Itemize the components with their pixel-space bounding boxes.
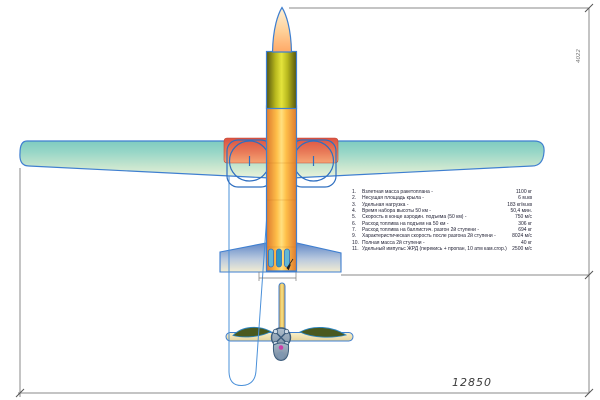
spec-row-value: 306 кг <box>518 220 532 227</box>
spec-row-value: 2500 м/с <box>512 246 532 253</box>
spec-row-3: 3. Удельная нагрузка - 183 кг/м.кв <box>352 202 532 208</box>
propeller-blade-profile-right <box>299 327 348 338</box>
fuselage <box>265 105 298 272</box>
spec-row-value: 1100 кг <box>515 189 532 195</box>
engine-nozzles <box>268 248 290 268</box>
nose-cone <box>271 6 293 53</box>
spec-row-label: Удельный импульс ЖРД (перекись + пропан,… <box>362 246 509 253</box>
spec-row-value: 50,4 мин. <box>510 208 532 215</box>
spec-row-number: 11. <box>352 246 359 253</box>
spec-row-1: 1. Взлетная масса ракетоплана - 1100 кг <box>352 189 532 195</box>
wingspan-dimension-label: 12850 <box>452 376 492 389</box>
spec-row-number: 5. <box>352 214 357 221</box>
spinner-shade <box>277 351 285 360</box>
nozzle-leader-arrow <box>286 258 294 271</box>
spec-row-number: 9. <box>352 233 357 240</box>
tank-section <box>265 50 298 110</box>
fuselage-joints <box>267 162 296 248</box>
spec-row-4: 4. Время набора высоты 50 км - 50,4 мин. <box>352 208 532 214</box>
spec-row-label: Несущая площадь крыла - <box>362 195 424 202</box>
spec-row-number: 4. <box>352 208 357 215</box>
spec-row-value: 6 м.кв <box>518 195 532 202</box>
length-dimension-label: 4022 <box>576 49 582 63</box>
spec-row-7: 7. Расход топлива на баллистич. разгон 2… <box>352 227 532 233</box>
propeller-front-view <box>225 326 354 362</box>
spec-row-label: Расход топлива на баллистич. разгон 2й с… <box>362 227 479 234</box>
spec-row-number: 3. <box>352 201 357 208</box>
nozzle-dimension-bracket <box>258 272 297 281</box>
spec-row-label: Взлетная масса ракетоплана - <box>362 189 433 195</box>
tail-boom <box>278 282 286 336</box>
spec-row-number: 1. <box>352 189 357 195</box>
spec-row-label: Полная масса 2й ступени - <box>362 239 425 246</box>
spec-row-number: 10. <box>352 239 359 246</box>
spec-row-5: 5. Скорость в конце аэродин. подъема (50… <box>352 214 532 220</box>
spec-row-value: 183 кг/м.кв <box>507 201 532 208</box>
spec-row-label: Время набора высоты 50 км - <box>362 208 431 215</box>
propeller-blade-side-profile <box>228 162 272 387</box>
spec-row-number: 6. <box>352 220 357 227</box>
spec-row-value: 40 кг <box>521 239 532 246</box>
spec-row-value: 750 м/с <box>514 214 532 221</box>
spec-row-number: 2. <box>352 195 357 202</box>
dimension-ticks <box>15 3 594 398</box>
spec-row-10: 10. Полная масса 2й ступени - 40 кг <box>352 240 532 246</box>
spec-row-label: Расход топлива на подъем на 50 км - <box>362 220 449 227</box>
spec-row-label: Удельная нагрузка - <box>362 201 409 208</box>
propeller-blade-profile-left <box>232 326 272 338</box>
spinner-marker-dot <box>278 345 284 350</box>
spec-row-2: 2. Несущая площадь крыла - 6 м.кв <box>352 195 532 201</box>
spec-row-label: Характеристическая скорость после разгон… <box>362 233 496 240</box>
spec-row-number: 7. <box>352 227 357 234</box>
spec-row-value: 694 кг <box>518 227 532 234</box>
dimension-lines <box>15 3 594 398</box>
spec-row-9: 9. Характеристическая скорость после раз… <box>352 233 532 239</box>
rocketplane-top-view <box>19 6 545 387</box>
spec-row-label: Скорость в конце аэродин. подъема (50 км… <box>362 214 467 221</box>
spec-table: 1. Взлетная масса ракетоплана - 1100 кг … <box>352 189 532 252</box>
spec-row-value: 8024 м/с <box>512 233 532 240</box>
spec-row-11: 11. Удельный импульс ЖРД (перекись + про… <box>352 246 532 252</box>
spec-row-6: 6. Расход топлива на подъем на 50 км - 3… <box>352 221 532 227</box>
